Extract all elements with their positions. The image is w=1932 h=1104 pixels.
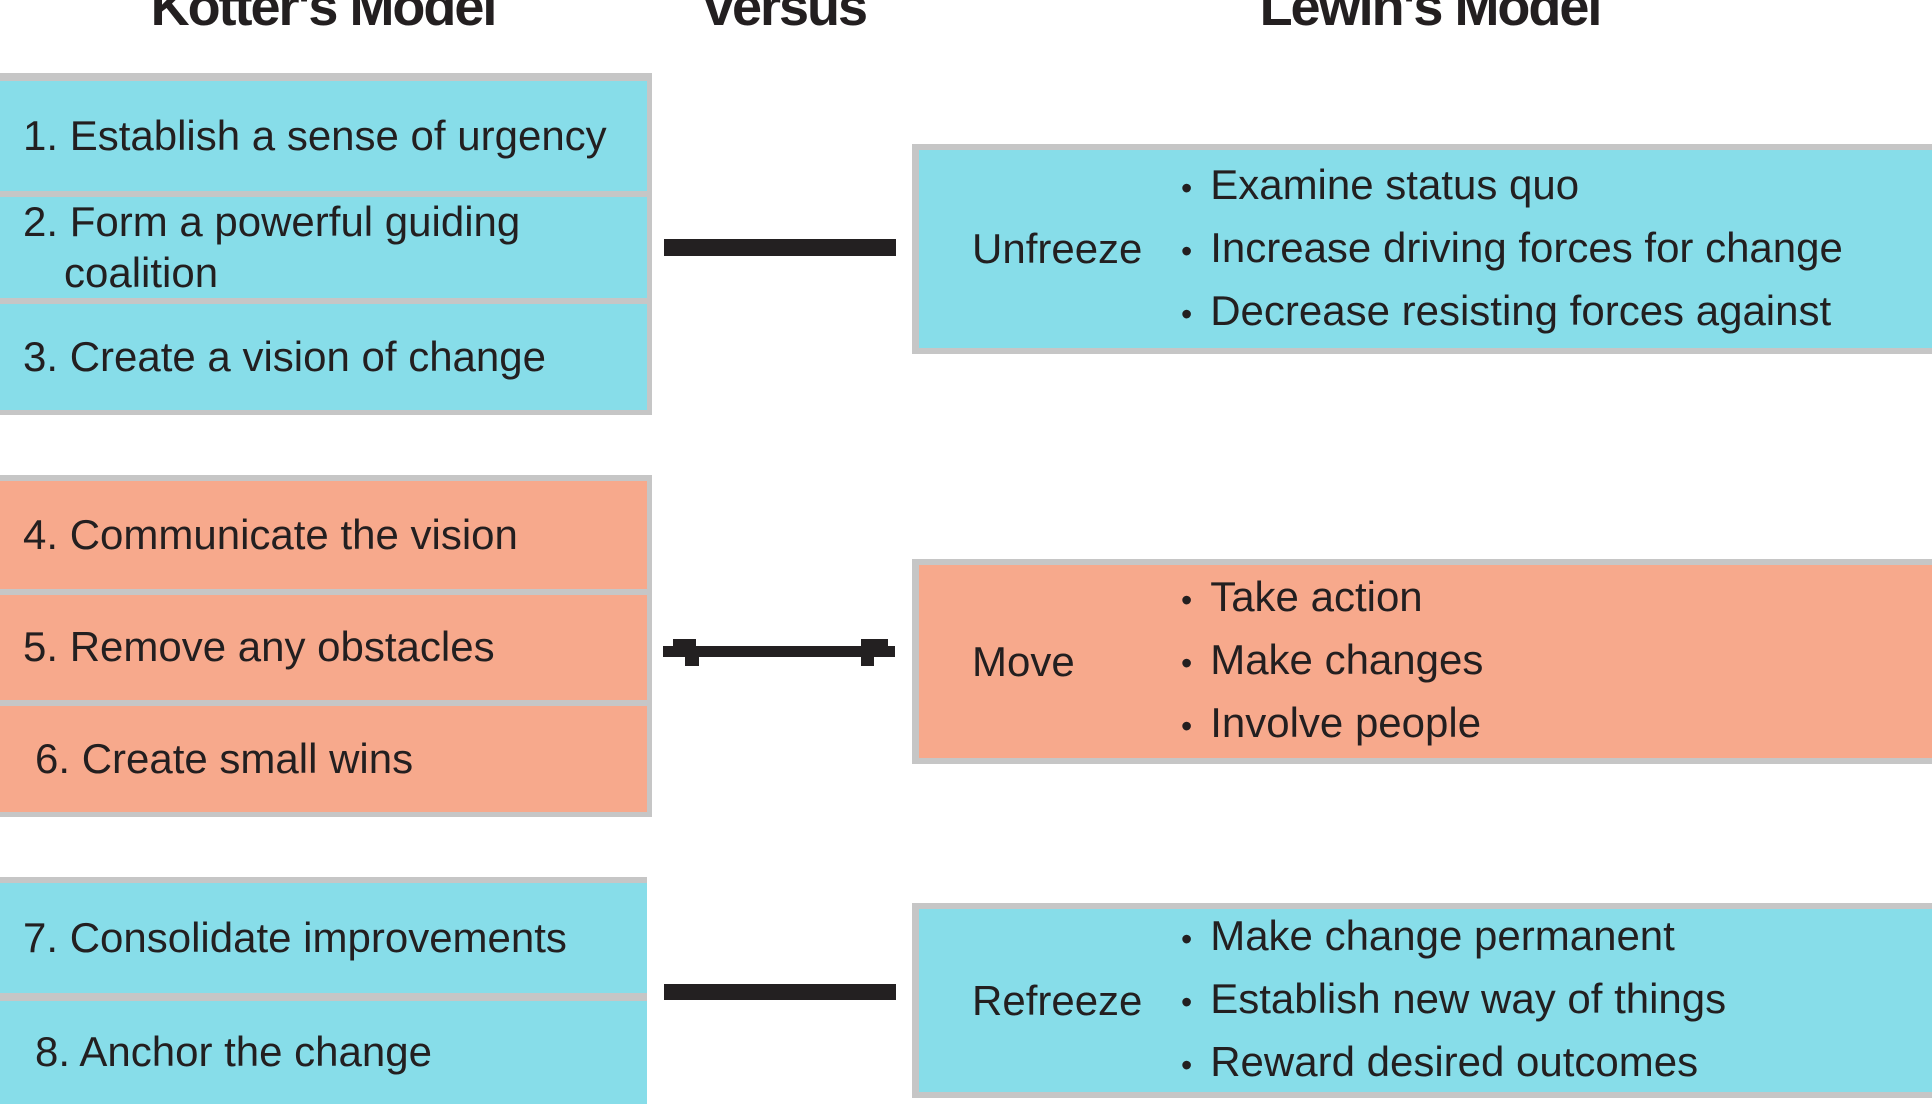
bullet-item: • Make changes (1181, 630, 1483, 693)
bullet-dot-icon: • (1181, 708, 1193, 744)
step-5: 5. Remove any obstacles (0, 595, 647, 700)
arrow-tick (685, 656, 699, 666)
step-5-label: 5. Remove any obstacles (23, 623, 495, 671)
step-7: 7. Consolidate improvements (0, 883, 647, 993)
step-1-label: 1. Establish a sense of urgency (23, 111, 607, 159)
stage-box-move: Move • Take action • Make changes • Involve… (912, 559, 1932, 764)
kotter-steps-group-move: 4. Communicate the vision 5. Remove any … (0, 475, 652, 817)
bullet-item: • Take action (1181, 567, 1483, 630)
arrow-tick (861, 656, 874, 666)
bullet-dot-icon: • (1181, 921, 1193, 957)
step-7-label: 7. Consolidate improvements (23, 913, 567, 961)
bullet-dot-icon: • (1181, 1047, 1193, 1083)
stage-label-refreeze: Refreeze (972, 976, 1143, 1024)
header-kotters-model: Kotter's Model (150, 0, 498, 37)
stage-label-move: Move (972, 637, 1075, 685)
bullet-dot-icon: • (1181, 984, 1193, 1020)
arrow-tick (673, 639, 696, 647)
bullet-text: Decrease resisting forces against (1210, 286, 1832, 334)
step-2: 2. Form a powerful guiding coalition (0, 197, 647, 298)
bullet-text: Establish new way of things (1210, 975, 1727, 1022)
step-1: 1. Establish a sense of urgency (0, 81, 647, 191)
bullet-text: Involve people (1210, 699, 1482, 746)
bullet-dot-icon: • (1181, 295, 1193, 332)
connector-unfreeze-line (664, 239, 896, 256)
stage-box-refreeze: Refreeze • Make change permanent • Establi… (912, 903, 1932, 1098)
bullet-item: • Make change permanent (1181, 906, 1726, 969)
connector-move-line (663, 639, 895, 666)
step-6: 6. Create small wins (0, 706, 647, 812)
step-8: 8. Anchor the change (0, 1001, 647, 1104)
bullet-item: • Increase driving forces for change (1181, 218, 1843, 281)
bullet-text: Examine status quo (1210, 160, 1580, 208)
step-6-label: 6. Create small wins (35, 734, 414, 782)
bullet-dot-icon: • (1181, 582, 1193, 618)
stage-bullets-unfreeze: • Examine status quo • Increase driving fo… (1181, 155, 1843, 344)
stage-box-unfreeze: Unfreeze • Examine status quo • Increase d… (912, 144, 1932, 354)
kotter-steps-group-unfreeze: 1. Establish a sense of urgency 2. Form … (0, 73, 652, 415)
bullet-text: Reward desired outcomes (1210, 1038, 1699, 1085)
step-4-label: 4. Communicate the vision (23, 510, 518, 558)
bullet-item: • Establish new way of things (1181, 969, 1726, 1032)
bullet-item: • Decrease resisting forces against (1181, 281, 1843, 344)
bullet-item: • Involve people (1181, 693, 1483, 756)
step-8-label: 8. Anchor the change (35, 1028, 432, 1075)
arrow-tick (861, 639, 888, 647)
stage-bullets-move: • Take action • Make changes • Involve peop… (1181, 567, 1483, 756)
bullet-text: Make changes (1210, 636, 1484, 683)
header-versus: versus (703, 0, 868, 37)
bullet-dot-icon: • (1181, 645, 1193, 681)
step-3-label: 3. Create a vision of change (23, 332, 546, 380)
bullet-item: • Examine status quo (1181, 155, 1843, 218)
bullet-item: • Reward desired outcomes (1181, 1032, 1726, 1095)
step-4: 4. Communicate the vision (0, 481, 647, 589)
bullet-text: Take action (1210, 573, 1423, 620)
bullet-text: Make change permanent (1210, 912, 1675, 959)
header-lewins-model: Lewin's Model (1259, 0, 1603, 37)
connector-refreeze-line (664, 984, 896, 1000)
step-3: 3. Create a vision of change (0, 304, 647, 410)
stage-bullets-refreeze: • Make change permanent • Establish new wa… (1181, 906, 1726, 1095)
step-2-label: 2. Form a powerful guiding coalition (23, 198, 521, 296)
bullet-dot-icon: • (1181, 169, 1193, 206)
bullet-text: Increase driving forces for change (1210, 223, 1843, 271)
kotter-steps-group-refreeze: 7. Consolidate improvements 8. Anchor th… (0, 877, 647, 1104)
stage-label-unfreeze: Unfreeze (972, 225, 1143, 272)
bullet-dot-icon: • (1181, 232, 1193, 269)
